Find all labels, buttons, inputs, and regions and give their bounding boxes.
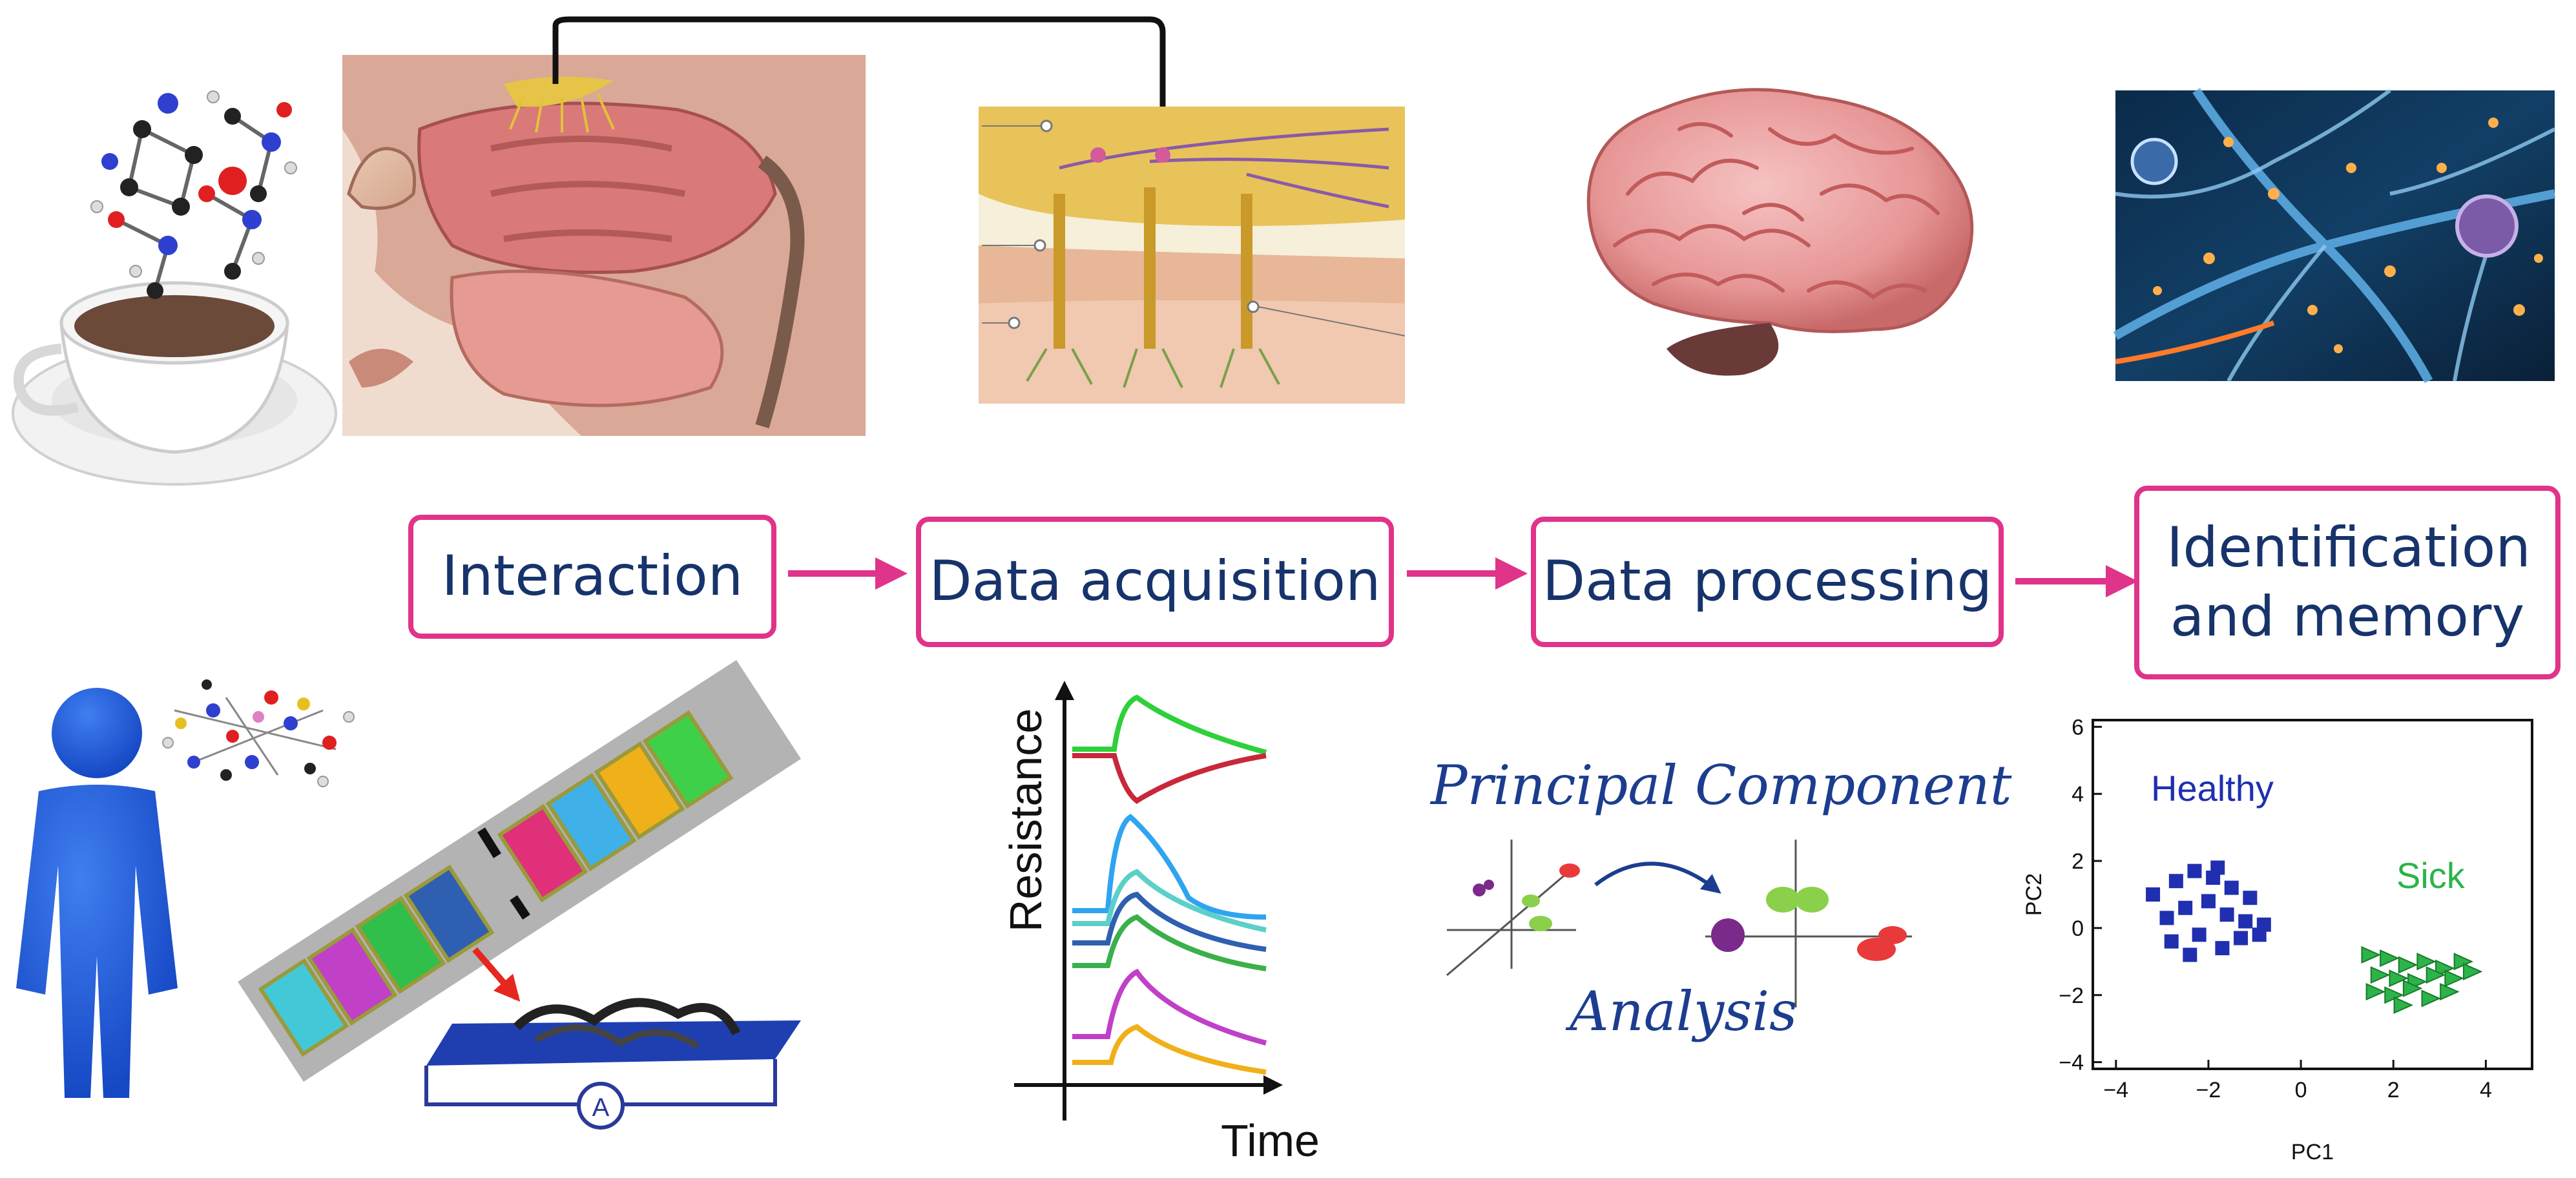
healthy-point — [2192, 927, 2207, 942]
sick-point — [2462, 962, 2483, 980]
curve-teal — [1072, 869, 1267, 933]
pca-title-line1: Principal Component — [1429, 754, 2012, 817]
sick-point — [2361, 946, 2381, 964]
sick-point — [2440, 983, 2460, 1001]
healthy-point — [2252, 927, 2267, 942]
neuron-network-illustration — [2113, 88, 2556, 384]
healthy-point — [2146, 887, 2161, 902]
y-tick-label: 0 — [2072, 916, 2084, 941]
healthy-point — [2210, 860, 2225, 875]
scatter-y-label: PC2 — [2022, 873, 2046, 916]
healthy-point — [2178, 900, 2193, 915]
curve-red — [1072, 753, 1267, 804]
curve-green — [1072, 914, 1267, 971]
stage-label: Data acquisition — [929, 549, 1381, 614]
olfactory-receptor-illustration — [979, 107, 1406, 404]
stage-label: Identification and memory — [2166, 515, 2531, 650]
connector-arrow — [552, 16, 1174, 141]
scatter-plot-frame — [2092, 719, 2533, 1070]
person-icon — [16, 688, 178, 1098]
molecule-cluster-icon — [90, 90, 297, 299]
curve-navy — [1072, 891, 1267, 952]
x-tick-label: 0 — [2295, 1078, 2307, 1102]
nasal-cavity-illustration — [342, 55, 866, 436]
y-tick-label: 6 — [2072, 715, 2084, 739]
healthy-point — [2238, 914, 2253, 929]
stage-identification-memory: Identification and memory — [2134, 486, 2560, 679]
scatter-x-label: PC1 — [2291, 1140, 2334, 1164]
healthy-point — [2187, 863, 2202, 878]
healthy-point — [2215, 941, 2230, 956]
healthy-point — [2168, 874, 2183, 889]
x-tick-label: −2 — [2196, 1078, 2221, 1102]
stage-label: Interaction — [441, 544, 743, 609]
resistance-plot: Resistance Time — [1001, 681, 1320, 1166]
healthy-point — [2159, 911, 2174, 925]
x-tick-label: 2 — [2387, 1078, 2400, 1102]
sick-point — [2402, 979, 2423, 997]
breath-molecules-icon — [162, 679, 355, 787]
healthy-point — [2234, 931, 2249, 946]
pca-title-line2: Analysis — [1565, 980, 1797, 1043]
sick-point — [2389, 969, 2409, 987]
pca-illustration: Principal Component Analysis — [1429, 754, 2012, 1043]
scatter-ticks: −4 −2 0 2 4 −4 −2 0 2 4 6 — [2059, 715, 2492, 1102]
stage-data-processing: Data processing — [1531, 517, 2004, 647]
sick-point — [2380, 949, 2400, 967]
healthy-point — [2164, 934, 2179, 949]
sick-point — [2444, 969, 2464, 987]
healthy-point — [2224, 880, 2239, 895]
stage-label: Data processing — [1542, 549, 1993, 614]
healthy-point — [2201, 894, 2216, 909]
curve-orange — [1072, 1024, 1267, 1075]
curve-blue — [1072, 814, 1267, 920]
y-tick-label: 4 — [2072, 782, 2084, 807]
y-tick-label: −4 — [2059, 1051, 2084, 1075]
sick-point — [2425, 966, 2446, 984]
y-tick-label: 2 — [2072, 849, 2084, 874]
coffee-cup-icon — [12, 281, 337, 486]
sick-label: Sick — [2396, 855, 2466, 896]
svg-text:A: A — [592, 1093, 610, 1122]
scatter-plot: −4 −2 0 2 4 −4 −2 0 2 4 6 PC1 PC2 Healthy Sick — [2022, 715, 2533, 1164]
resistance-axis-label: Resistance — [1001, 708, 1051, 932]
sick-point — [2393, 996, 2414, 1014]
healthy-point — [2183, 947, 2197, 962]
scatter-marks — [2146, 860, 2483, 1014]
healthy-label: Healthy — [2151, 768, 2274, 809]
x-tick-label: −4 — [2103, 1078, 2128, 1102]
sensor-zoom: A — [424, 947, 801, 1130]
healthy-point — [2219, 907, 2234, 922]
time-axis-label: Time — [1221, 1115, 1320, 1166]
flow-arrows — [788, 557, 2138, 597]
y-tick-label: −2 — [2059, 984, 2084, 1008]
sick-point — [2421, 989, 2441, 1008]
sick-point — [2365, 983, 2386, 1001]
sick-point — [2398, 956, 2418, 974]
curve-magenta — [1072, 968, 1267, 1046]
brain-illustration — [1586, 88, 1974, 376]
sensor-array — [238, 660, 801, 1082]
sick-point — [2416, 953, 2436, 971]
sick-point — [2370, 966, 2391, 984]
stage-data-acquisition: Data acquisition — [916, 517, 1394, 647]
healthy-point — [2243, 891, 2258, 905]
x-tick-label: 4 — [2480, 1078, 2492, 1102]
curve-green-top — [1072, 694, 1267, 755]
stage-interaction: Interaction — [408, 515, 776, 639]
